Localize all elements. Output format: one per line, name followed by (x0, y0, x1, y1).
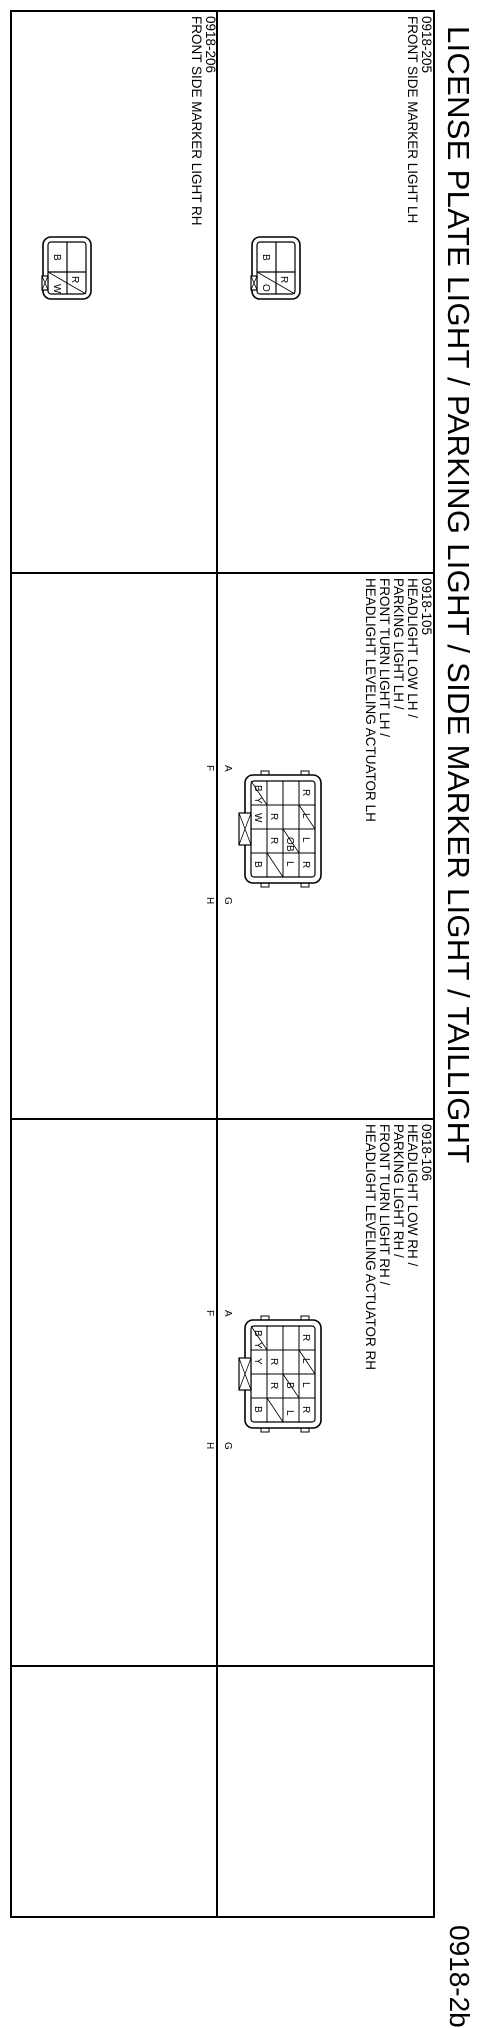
connector-206-diagram: R W B (41, 236, 92, 300)
pin-label: L (284, 1410, 295, 1416)
pin-label: W (252, 813, 263, 823)
pin-label: R (300, 861, 311, 868)
marker-label: F (204, 1310, 215, 1316)
marker-label: G (222, 1442, 233, 1450)
frame-middle-line (216, 10, 218, 1918)
pin-label: R (268, 1382, 279, 1389)
pin-label: R (268, 813, 279, 820)
diagonal-split (298, 1349, 316, 1375)
frame-divider-1 (10, 572, 435, 574)
lock-cross (238, 1357, 252, 1391)
connector-caption-106: 0918-106 HEADLIGHT LOW RH / PARKING LIGH… (363, 1124, 434, 1371)
connector-code: 0918-106 (419, 1124, 434, 1182)
frame-top-line (433, 10, 435, 1918)
pin-label: W (51, 284, 62, 294)
marker-label: A (222, 1310, 233, 1317)
pin-label: O (260, 284, 271, 292)
housing-ear (300, 1427, 310, 1433)
diagonal-split (282, 1373, 300, 1399)
diagonal-split (256, 271, 296, 295)
pin-label: R (268, 1358, 279, 1365)
pin-label: B (260, 254, 271, 261)
marker-label: A (222, 765, 233, 772)
pin-label: B (284, 1382, 295, 1389)
pin-label: B (252, 1406, 263, 1413)
lock-cross (238, 812, 252, 846)
connector-housing (42, 236, 92, 300)
connector-description-line-3: FRONT TURN LIGHT RH / (377, 1124, 392, 1286)
diagonal-split (266, 852, 284, 878)
pin-label: L (284, 861, 295, 867)
pin-label: Y (252, 1358, 263, 1365)
connector-description-line-3: FRONT TURN LIGHT LH / (377, 578, 392, 738)
pin-label: O (284, 837, 295, 845)
housing-ear (300, 770, 310, 776)
connector-caption-105: 0918-105 HEADLIGHT LOW LH / PARKING LIGH… (363, 578, 434, 822)
connector-description-line-1: HEADLIGHT LOW LH / (405, 578, 420, 719)
pin-label: R (268, 837, 279, 844)
housing-ear (260, 770, 270, 776)
diagonal-split (266, 1397, 284, 1423)
pin-label: B (284, 845, 295, 852)
connector-housing (251, 236, 301, 300)
diagonal-split (47, 271, 87, 295)
connector-description: FRONT SIDE MARKER LIGHT RH (189, 16, 204, 226)
connector-description: FRONT SIDE MARKER LIGHT LH (405, 16, 420, 224)
page-number: 0918-2b (444, 1925, 475, 2028)
connector-description-line-4: HEADLIGHT LEVELING ACTUATOR RH (363, 1124, 378, 1371)
pin-label: Y (252, 1342, 263, 1349)
marker-label: G (222, 897, 233, 905)
housing-ear (260, 882, 270, 888)
marker-label: F (204, 765, 215, 771)
marker-label: H (204, 897, 215, 904)
connector-205-diagram: R O B (250, 236, 301, 300)
frame-divider-3 (10, 1665, 435, 1667)
connector-code: 0918-105 (419, 578, 434, 636)
pin-label: B (252, 785, 263, 792)
connector-description-line-1: HEADLIGHT LOW RH / (405, 1124, 420, 1267)
connector-caption-206: 0918-206 FRONT SIDE MARKER LIGHT RH (189, 16, 218, 226)
marker-label: H (204, 1442, 215, 1449)
diagonal-split (250, 780, 268, 806)
pin-label: L (300, 813, 311, 819)
pin-label: R (69, 276, 80, 283)
pin-label: L (300, 837, 311, 843)
pin-label: L (300, 1382, 311, 1388)
connector-code: 0918-205 (419, 16, 434, 74)
frame-bottom-line (10, 10, 12, 1918)
connector-description-line-4: HEADLIGHT LEVELING ACTUATOR LH (363, 578, 378, 822)
frame-divider-2 (10, 1118, 435, 1120)
diagonal-split (282, 828, 300, 854)
connector-106-diagram: R L L B R L B Y R Y R B A G F H (204, 1310, 322, 1450)
pin-label: R (300, 1406, 311, 1413)
lock-cross (41, 275, 49, 291)
connector-105-diagram: R L L O B R L B Y R W R B A G F H (204, 765, 322, 905)
pin-label: L (300, 1358, 311, 1364)
diagonal-split (298, 804, 316, 830)
pin-label: B (252, 861, 263, 868)
connector-code: 0918-206 (203, 16, 218, 74)
pin-label: B (51, 254, 62, 261)
pin-label: B (252, 1330, 263, 1337)
diagonal-split (250, 1325, 268, 1351)
housing-ear (300, 882, 310, 888)
pin-label: R (300, 1334, 311, 1341)
housing-ear (260, 1427, 270, 1433)
connector-description-line-2: PARKING LIGHT RH / (391, 1124, 406, 1258)
connector-caption-205: 0918-205 FRONT SIDE MARKER LIGHT LH (405, 16, 434, 224)
pin-label: Y (252, 797, 263, 804)
page-title: LICENSE PLATE LIGHT / PARKING LIGHT / SI… (441, 26, 476, 1164)
pin-label: R (300, 789, 311, 796)
frame-right-line (10, 1916, 435, 1918)
connector-description-line-2: PARKING LIGHT LH / (391, 578, 406, 710)
pin-label: R (278, 276, 289, 283)
frame-left-line (10, 10, 435, 12)
housing-ear (300, 1315, 310, 1321)
housing-ear (260, 1315, 270, 1321)
lock-cross (250, 275, 258, 291)
